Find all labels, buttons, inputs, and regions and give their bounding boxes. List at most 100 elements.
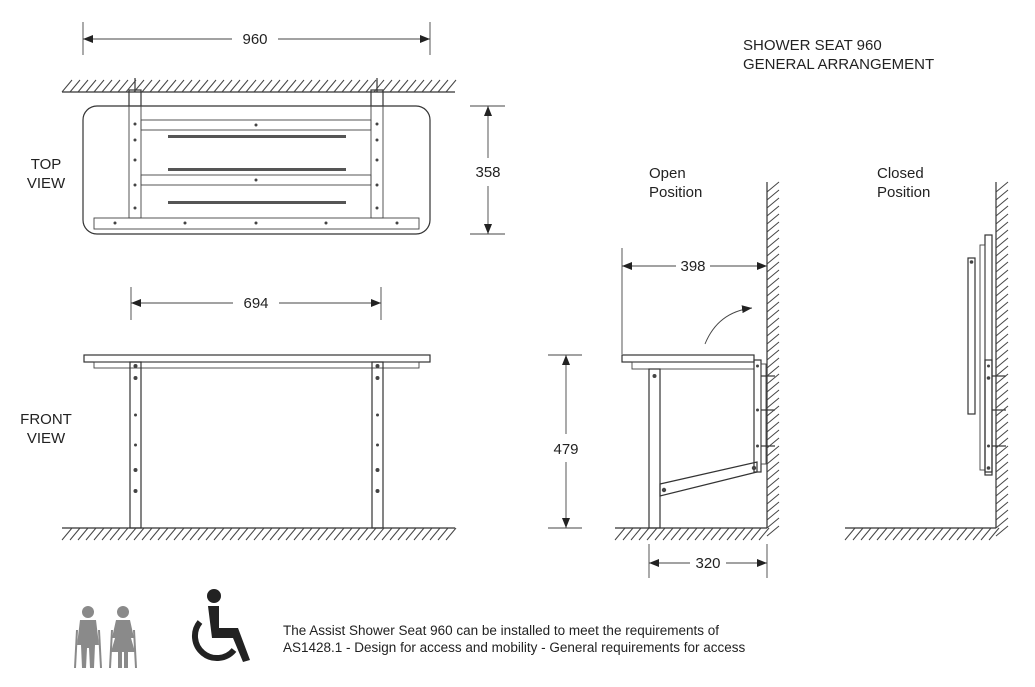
- hatch-line: [413, 79, 425, 93]
- hatch-line: [405, 527, 417, 541]
- hatch-line: [995, 509, 1009, 521]
- hatch-line: [995, 189, 1009, 201]
- hatch-line: [253, 79, 265, 93]
- hatch-line: [293, 79, 305, 93]
- hatch-line: [766, 309, 780, 321]
- hatch-line: [726, 527, 738, 541]
- hatch-line: [373, 527, 385, 541]
- hatch-line: [333, 79, 345, 93]
- hatch-line: [213, 79, 225, 93]
- hatch-line: [445, 527, 457, 541]
- hatch-line: [333, 527, 345, 541]
- hatch-line: [766, 437, 780, 449]
- hatch-line: [995, 229, 1009, 241]
- hatch-line: [670, 527, 682, 541]
- hatch-line: [766, 485, 780, 497]
- hatch-line: [694, 527, 706, 541]
- ambulant-people-icon: [74, 606, 137, 669]
- hatch-line: [69, 527, 81, 541]
- hatch-line: [61, 79, 73, 93]
- hatch-line: [766, 493, 780, 505]
- hatch-line: [269, 527, 281, 541]
- hatch-line: [101, 79, 113, 93]
- hatch-line: [734, 527, 746, 541]
- hatch-line: [995, 517, 1009, 529]
- hatch-line: [766, 501, 780, 513]
- hatch-line: [766, 333, 780, 345]
- hatch-line: [429, 527, 441, 541]
- hatch-line: [686, 527, 698, 541]
- hatch-line: [229, 79, 241, 93]
- hatch-line: [181, 527, 193, 541]
- hatch-line: [221, 527, 233, 541]
- hatch-line: [995, 333, 1009, 345]
- hatch-line: [924, 527, 936, 541]
- hatch-line: [429, 79, 441, 93]
- hatch-line: [325, 527, 337, 541]
- hatch-line: [742, 527, 754, 541]
- hatch-line: [638, 527, 650, 541]
- hatch-line: [766, 229, 780, 241]
- hatch-line: [365, 79, 377, 93]
- hatch-line: [766, 477, 780, 489]
- hatch-line: [995, 301, 1009, 313]
- hatch-line: [101, 527, 113, 541]
- hatch-line: [157, 79, 169, 93]
- hatch-line: [964, 527, 976, 541]
- hatch-line: [916, 527, 928, 541]
- hatch-line: [421, 79, 433, 93]
- hatch-line: [237, 79, 249, 93]
- top-view-label-line1: TOP: [31, 156, 62, 173]
- hatch-line: [205, 79, 217, 93]
- hatch-line: [948, 527, 960, 541]
- hatch-line: [365, 527, 377, 541]
- dim-open-depth: 398: [680, 258, 705, 275]
- hatch-line: [972, 527, 984, 541]
- hatch-line: [317, 79, 329, 93]
- hatch-line: [109, 527, 121, 541]
- hatch-line: [995, 429, 1009, 441]
- hatch-line: [77, 527, 89, 541]
- hatch-line: [892, 527, 904, 541]
- dim-width-overall: 960: [242, 31, 267, 48]
- hatch-line: [908, 527, 920, 541]
- hatch-line: [109, 79, 121, 93]
- open-position-label-line2: Position: [649, 184, 702, 201]
- hatching: [61, 79, 1009, 541]
- hatch-line: [988, 527, 1000, 541]
- hatch-line: [261, 79, 273, 93]
- hatch-line: [766, 205, 780, 217]
- hatch-line: [181, 79, 193, 93]
- hatch-line: [630, 527, 642, 541]
- front-view: 694 FRONT VIEW: [20, 287, 455, 529]
- hatch-line: [766, 381, 780, 393]
- seat-outline: [82, 105, 431, 235]
- hatch-line: [349, 527, 361, 541]
- hatch-line: [766, 245, 780, 257]
- dim-depth-top: 358: [475, 164, 500, 181]
- hatch-line: [678, 527, 690, 541]
- hatch-line: [662, 527, 674, 541]
- hatch-line: [995, 469, 1009, 481]
- hatch-line: [766, 429, 780, 441]
- hatch-line: [213, 527, 225, 541]
- hatch-line: [995, 181, 1009, 193]
- hatch-line: [117, 79, 129, 93]
- hatch-line: [995, 293, 1009, 305]
- hatch-line: [995, 525, 1009, 537]
- hatch-line: [646, 527, 658, 541]
- hatch-line: [995, 277, 1009, 289]
- front-view-label-line1: FRONT: [20, 411, 72, 428]
- hatch-line: [884, 527, 896, 541]
- hatch-line: [844, 527, 856, 541]
- top-view-label-line2: VIEW: [27, 175, 66, 192]
- hatch-line: [995, 253, 1009, 265]
- hatch-line: [421, 527, 433, 541]
- hatch-line: [253, 527, 265, 541]
- hatch-line: [766, 285, 780, 297]
- hatch-line: [995, 413, 1009, 425]
- hatch-line: [389, 79, 401, 93]
- hatch-line: [85, 79, 97, 93]
- hatch-line: [317, 527, 329, 541]
- hatch-line: [437, 79, 449, 93]
